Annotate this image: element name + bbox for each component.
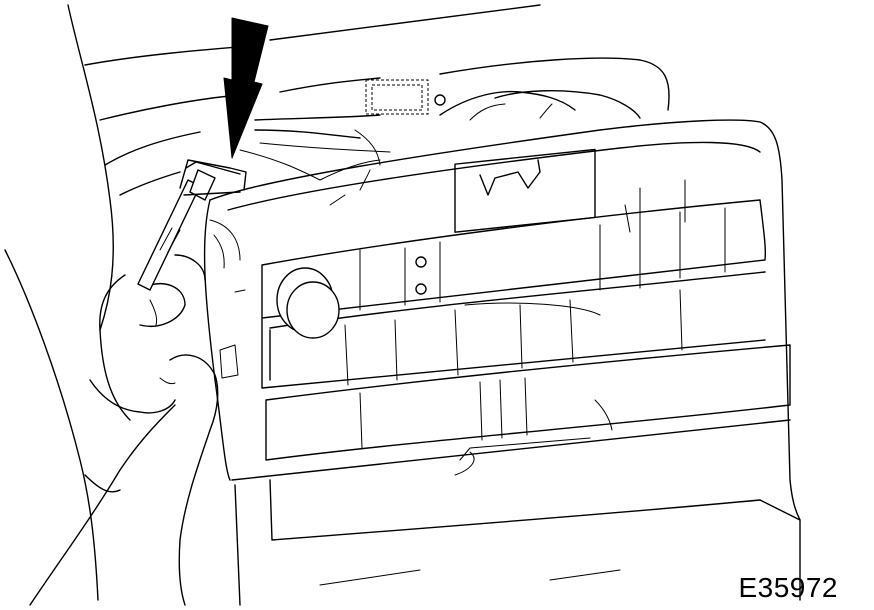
screwdriver-icon [137,159,247,291]
trim-bezel [203,119,801,521]
dashboard-outline [4,4,670,601]
label-inner [371,84,423,111]
radio-unit [261,148,791,461]
vent-housing [354,79,641,191]
label-outline [365,79,429,115]
technician-hand [29,254,219,606]
display-window [454,148,596,233]
down-arrow-icon [223,17,269,159]
screw-hole [434,94,446,106]
indicator-led-bottom [415,283,427,295]
lower-housing [234,399,801,606]
indicator-led-top [415,256,427,268]
figure-reference-code: E35972 [738,572,838,603]
